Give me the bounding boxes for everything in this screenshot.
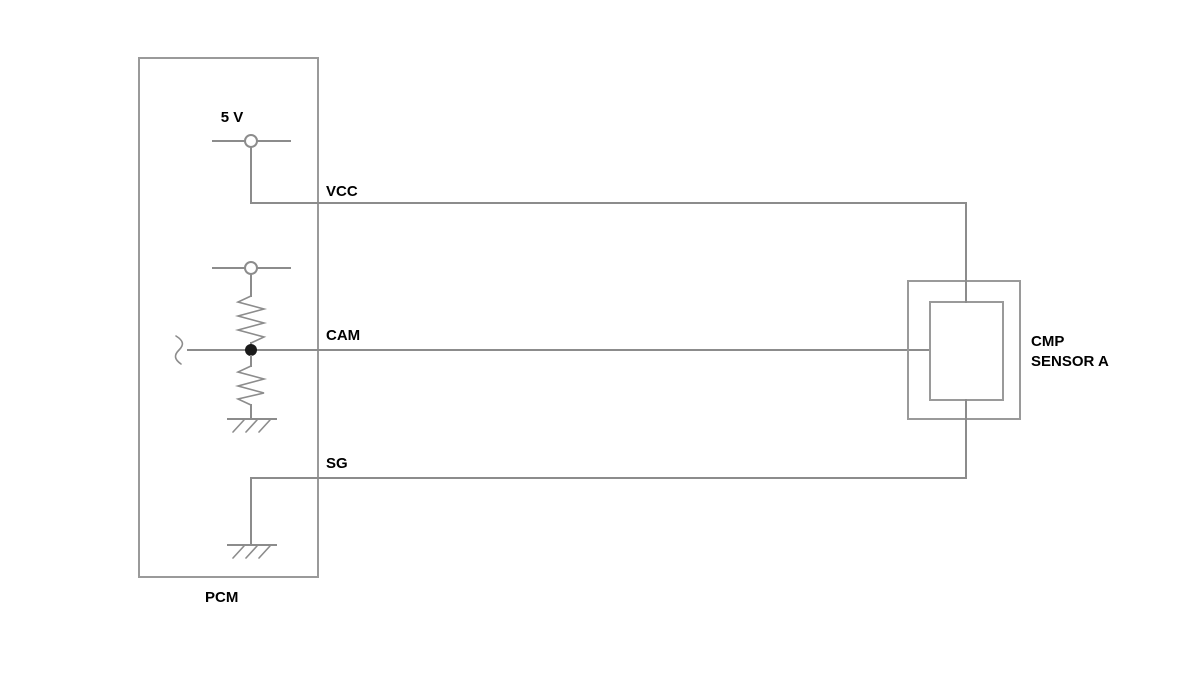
sg-label: SG [326,455,348,472]
sensor-outer-body [907,280,1021,420]
signal-ground-icon [227,544,277,559]
pcm-enclosure [138,57,319,578]
internal-ground-icon [227,418,277,433]
sensor-label-line1: CMP [1031,333,1064,350]
pulldown-resistor [234,365,268,406]
sg-wire [250,477,967,545]
vcc-label: VCC [326,183,358,200]
pullup-node-terminal [244,261,258,275]
sensor-inner-body [929,301,1004,401]
supply-node-terminal [244,134,258,148]
wire-break-icon [174,335,184,365]
pullup-resistor [234,295,268,344]
cam-label: CAM [326,327,360,344]
supply-voltage-label: 5 V [221,109,244,126]
vcc-wire [250,146,967,204]
cam-junction-dot [245,344,257,356]
sensor-label-line2: SENSOR A [1031,353,1109,370]
pcm-label: PCM [205,589,238,606]
